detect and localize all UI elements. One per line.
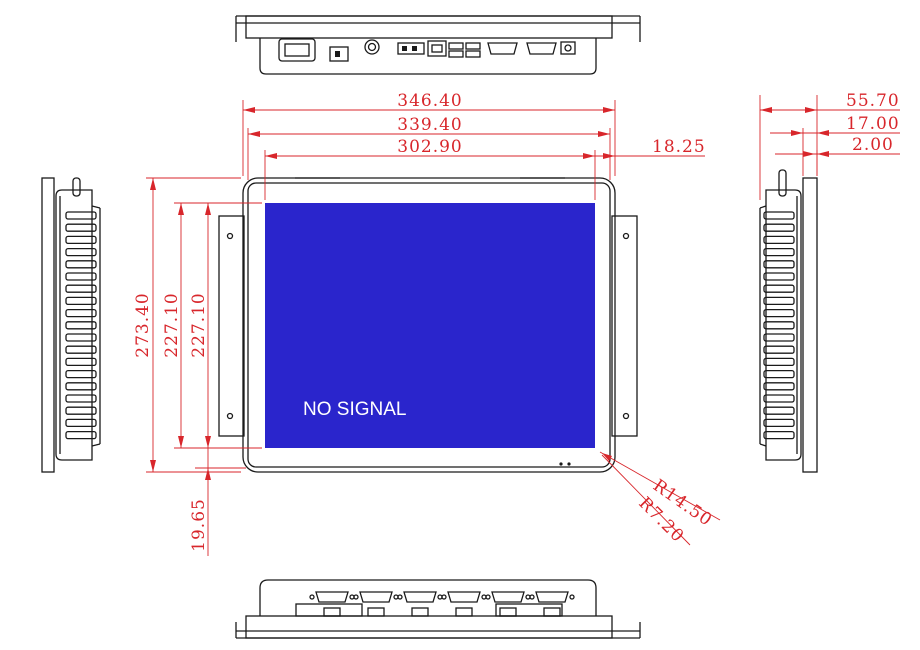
dim-bezel-width: 339.40 [397, 115, 462, 135]
heatsink-fin [65, 321, 97, 330]
led-indicator [559, 462, 563, 466]
com-port-icon [315, 591, 349, 603]
screw-icon [569, 594, 575, 600]
com-port-icon [491, 591, 525, 603]
heatsink-fin [763, 345, 795, 354]
bottom-view [235, 579, 641, 639]
heatsink-fin [763, 418, 795, 428]
heatsink-fin [763, 406, 795, 415]
right-side-view [759, 169, 818, 473]
dim-screen-height-b: 227.10 [189, 292, 209, 357]
screw-icon [397, 594, 403, 600]
heatsink-fin [65, 272, 97, 281]
dim-overall-height: 273.40 [133, 292, 153, 357]
heatsink-fin [763, 369, 795, 379]
heatsink-fin [763, 308, 795, 318]
heatsink-fin [763, 382, 795, 391]
dim-screen-height-a: 227.10 [162, 292, 182, 357]
left-side-view [41, 177, 101, 473]
screw-icon [441, 594, 447, 600]
led-indicator [567, 462, 571, 466]
screw-icon [309, 594, 315, 600]
dim-depth-front: 2.00 [852, 135, 894, 155]
heatsink-fin [763, 284, 795, 293]
io-ports-icon [397, 40, 576, 58]
heatsink-fins-right [763, 211, 795, 440]
heatsink-fin [65, 382, 97, 391]
heatsink-fin [763, 235, 795, 245]
port-latch [323, 607, 341, 617]
port-latch [543, 607, 561, 617]
no-signal-text: NO SIGNAL [303, 399, 406, 420]
screw-icon [485, 594, 491, 600]
dim-screen-bottom-offset: 19.65 [189, 498, 209, 552]
top-view [235, 15, 641, 75]
heatsink-fin [763, 394, 795, 403]
com-port-icon [535, 591, 569, 603]
heatsink-fin [763, 333, 795, 342]
heatsink-fin [65, 235, 97, 245]
com-ports [309, 591, 575, 617]
dim-screen-side-offset: 18.25 [652, 137, 706, 157]
dim-depth-bezel: 17.00 [846, 114, 900, 134]
heatsink-fin [65, 308, 97, 318]
front-bezel-outer [242, 177, 616, 473]
heatsink-fin [65, 223, 97, 232]
heatsink-fin [65, 333, 97, 342]
power-inlet-icon [278, 38, 316, 62]
left-bracket [218, 215, 245, 437]
dim-depth-total: 55.70 [846, 91, 900, 111]
heatsink-fins-left [65, 211, 97, 440]
heatsink-fin [763, 247, 795, 257]
heatsink-fin [763, 211, 795, 220]
heatsink-fin [65, 357, 97, 367]
front-bezel-inner [247, 182, 611, 468]
com-port-icon [447, 591, 481, 603]
right-bracket [611, 215, 638, 437]
heatsink-fin [763, 272, 795, 281]
front-view: NO SIGNAL [218, 177, 638, 473]
port-latch [367, 607, 385, 617]
heatsink-fin [65, 247, 97, 257]
power-switch-icon [329, 46, 349, 62]
heatsink-fin [65, 345, 97, 354]
heatsink-fin [65, 418, 97, 428]
heatsink-fin [763, 223, 795, 232]
heatsink-fin [65, 430, 97, 440]
screw-icon [529, 594, 535, 600]
port-latch [499, 607, 517, 617]
screen-display [265, 203, 595, 448]
com-port-icon [403, 591, 437, 603]
com-port-icon [359, 591, 393, 603]
heatsink-fin [65, 394, 97, 403]
port-latch [411, 607, 429, 617]
heatsink-fin [763, 321, 795, 330]
port-latch [455, 607, 473, 617]
heatsink-fin [763, 260, 795, 269]
screw-icon [353, 594, 359, 600]
heatsink-fin [65, 211, 97, 220]
heatsink-fin [65, 260, 97, 269]
dim-screen-width: 302.90 [397, 137, 462, 157]
heatsink-fin [65, 296, 97, 306]
dim-overall-width: 346.40 [397, 91, 462, 111]
heatsink-fin [763, 296, 795, 306]
heatsink-fin [763, 430, 795, 440]
heatsink-fin [65, 406, 97, 415]
heatsink-fin [65, 284, 97, 293]
heatsink-fin [65, 369, 97, 379]
heatsink-fin [763, 357, 795, 367]
dc-jack-icon [364, 39, 380, 55]
